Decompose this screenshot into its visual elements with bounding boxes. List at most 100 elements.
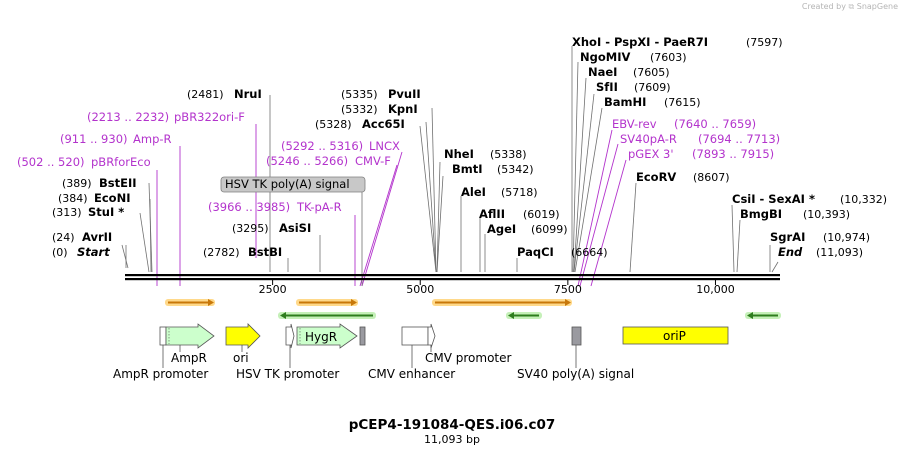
ruler-tick-label-0: 2500 [259, 283, 287, 296]
site-name-kpni: KpnI [388, 102, 418, 116]
site-name-ngomiv: NgoMIV [580, 50, 630, 64]
site-name-bmgbi: BmgBI [740, 207, 782, 221]
primer-arrow-reverse-1 [278, 312, 376, 319]
site-pos-ecorv: (8607) [693, 171, 730, 184]
primer-name-sv40par: SV40pA-R [620, 132, 677, 146]
primer-range-ebvrev: (7640 .. 7659) [674, 117, 756, 131]
primer-range-lncx: (5292 .. 5316) [281, 139, 363, 153]
site-pos-stui: (313) [52, 206, 82, 219]
label-ampr: AmpR [171, 351, 207, 365]
site-pos-pvuii: (5335) [341, 88, 378, 101]
site-pos-nrui: (2481) [187, 88, 224, 101]
site-pos-nhei: (5338) [490, 148, 527, 161]
site-pos-bmti: (5342) [497, 163, 534, 176]
site-name-end: End [778, 245, 803, 259]
primer-range-sv40par: (7694 .. 7713) [698, 132, 780, 146]
label-orip: oriP [663, 329, 686, 343]
feature-orip: oriP [622, 326, 729, 345]
site-pos-start: (0) [52, 246, 68, 259]
primer-name-pbrforeco: pBRforEco [91, 155, 151, 169]
primer-name-cmvf: CMV-F [355, 154, 391, 168]
site-name-aflii: AflII [479, 207, 505, 221]
site-name-pvuii: PvuII [388, 87, 421, 101]
site-pos-avrii: (24) [52, 231, 75, 244]
label-ampr-promoter: AmpR promoter [113, 367, 208, 381]
primer-arrow-forward-1 [165, 299, 215, 306]
feature-hygr-gene: HygR [296, 323, 358, 349]
primer-range-ampr: (911 .. 930) [60, 132, 128, 146]
label-ori: ori [233, 351, 249, 365]
site-name-nhei: NheI [444, 147, 474, 161]
site-pos-econi: (384) [58, 192, 88, 205]
label-cmv-enhancer: CMV enhancer [368, 367, 455, 381]
site-pos-acc65i: (5328) [315, 118, 352, 131]
restriction-sites: (0) Start (24) AvrII (313) StuI * (384) … [52, 35, 887, 259]
site-pos-sgrai: (10,974) [823, 231, 870, 244]
feature-ori: ori [225, 323, 261, 365]
snapgene-logo-icon: ⧉ [848, 2, 855, 11]
map-length: 11,093 bp [424, 433, 480, 446]
feature-cmv-enhancer: CMV enhancer [368, 326, 455, 381]
hsv-tk-polya-label: HSV TK poly(A) signal [220, 176, 366, 193]
site-pos-sfii: (7609) [634, 81, 671, 94]
site-name-bmti: BmtI [452, 162, 483, 176]
feature-cmv-promoter: CMV promoter [425, 323, 512, 365]
site-name-asisi: AsiSI [279, 221, 311, 235]
site-name-sfii: SfII [596, 80, 618, 94]
site-name-nrui: NruI [234, 87, 262, 101]
label-sv40-polya: SV40 poly(A) signal [517, 367, 634, 381]
site-name-bamhi: BamHI [604, 95, 646, 109]
primer-range-pbr322ori: (2213 .. 2232) [87, 110, 169, 124]
primer-arrow-forward-2 [296, 299, 358, 306]
snapgene-attribution: Created by ⧉ SnapGene [802, 2, 898, 12]
feature-sv40-polya: SV40 poly(A) signal [517, 326, 634, 381]
feature-hsv-tk-promoter: HSV TK promoter [236, 323, 339, 381]
site-pos-naei: (7605) [633, 66, 670, 79]
site-name-agei: AgeI [487, 222, 516, 236]
site-name-stui: StuI * [88, 205, 124, 219]
site-pos-aflii: (6019) [523, 208, 560, 221]
primer-arrows [165, 299, 781, 319]
site-pos-bmgbi: (10,393) [803, 208, 850, 221]
site-name-econi: EcoNI [94, 191, 130, 205]
map-title: pCEP4-191084-QES.i06.c07 [349, 417, 556, 433]
site-pos-bsteii: (389) [62, 177, 92, 190]
feature-hsv-tk-polya-block [359, 326, 366, 346]
primer-range-pgex3: (7893 .. 7915) [692, 147, 774, 161]
primer-range-cmvf: (5246 .. 5266) [266, 154, 348, 168]
primer-labels: (502 .. 520) pBRforEco (911 .. 930) Amp-… [17, 110, 780, 214]
site-pos-paqci: (6664) [571, 246, 608, 259]
site-pos-csii: (10,332) [840, 193, 887, 206]
site-name-naei: NaeI [588, 65, 617, 79]
features: AmpR promoter AmpR ori HSV TK promoter H… [113, 323, 729, 381]
ruler-tick-label-1: 5000 [406, 283, 434, 296]
primer-name-pgex3: pGEX 3' [628, 147, 674, 161]
site-pos-asisi: (3295) [232, 222, 269, 235]
site-pos-xhoi: (7597) [746, 36, 783, 49]
label-hygr: HygR [305, 330, 337, 344]
site-pos-kpni: (5332) [341, 103, 378, 116]
site-name-start: Start [77, 245, 110, 259]
site-name-bsteii: BstEII [99, 176, 137, 190]
site-leader-lines [121, 46, 779, 273]
created-by-text: Created by [801, 2, 846, 11]
site-pos-agei: (6099) [531, 223, 568, 236]
feature-ampr-gene: AmpR [165, 323, 215, 365]
primer-name-ebvrev: EBV-rev [612, 117, 657, 131]
site-pos-bamhi: (7615) [664, 96, 701, 109]
ruler-tick-label-2: 7500 [554, 283, 582, 296]
primer-arrow-reverse-2 [506, 312, 542, 319]
site-pos-alei: (5718) [501, 186, 538, 199]
site-name-sgrai: SgrAI [770, 230, 805, 244]
site-name-csii: CsiI - SexAI * [732, 192, 815, 206]
primer-name-tkpar: TK-pA-R [296, 200, 342, 214]
primer-name-pbr322ori: pBR322ori-F [174, 110, 245, 124]
site-name-ecorv: EcoRV [636, 170, 676, 184]
primer-arrow-forward-3 [432, 299, 572, 306]
primer-range-tkpar: (3966 .. 3985) [208, 200, 290, 214]
hsv-tk-polya-text: HSV TK poly(A) signal [225, 177, 350, 191]
label-hsv-tk-promoter: HSV TK promoter [236, 367, 339, 381]
site-pos-bstbi: (2782) [203, 246, 240, 259]
